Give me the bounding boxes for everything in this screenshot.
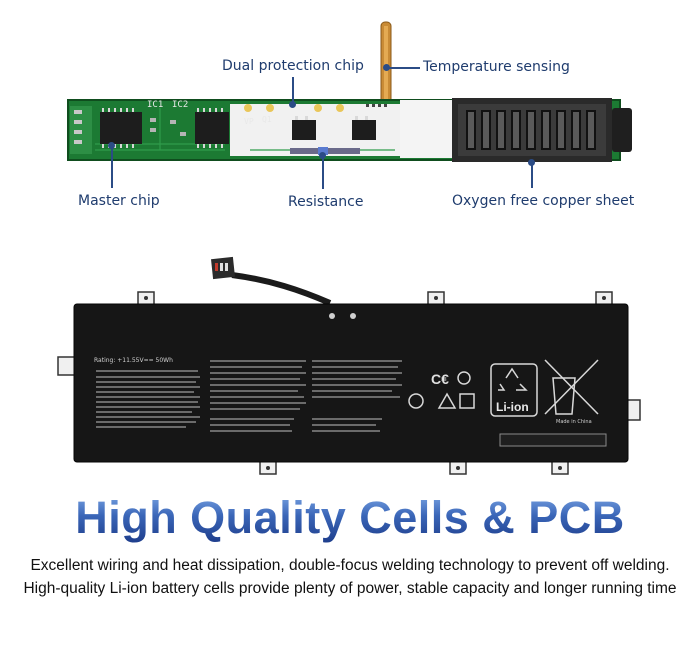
li-ion-label: Li-ion bbox=[496, 400, 529, 414]
callout-resistance: Resistance bbox=[288, 194, 364, 210]
callout-line-resistance bbox=[322, 156, 324, 189]
pcb-mark-ic2: IC2 bbox=[172, 100, 189, 110]
callout-dual-protection-chip: Dual protection chip bbox=[222, 58, 364, 74]
callout-dot-master bbox=[108, 142, 115, 149]
pcb-mark-ic1: IC1 bbox=[147, 100, 164, 110]
pcb-mark-vp: VP bbox=[244, 117, 254, 126]
callout-temperature-sensing: Temperature sensing bbox=[423, 59, 570, 75]
pcb-illustration bbox=[67, 21, 632, 162]
battery-pack: C€ bbox=[57, 256, 641, 475]
made-in-label: Made in China bbox=[556, 419, 592, 425]
callout-dot-dual-protection bbox=[289, 101, 296, 108]
callout-dot-copper bbox=[528, 159, 535, 166]
battery-rating-text: Rating: +11.55V== 50Wh bbox=[94, 357, 173, 364]
headline: High Quality Cells & PCB bbox=[0, 492, 700, 544]
svg-text:C€: C€ bbox=[431, 371, 449, 387]
callout-master-chip: Master chip bbox=[78, 193, 160, 209]
description-line-2: High-quality Li-ion battery cells provid… bbox=[23, 580, 677, 597]
pcb-mark-q1: Q1 bbox=[262, 115, 272, 124]
callout-line-master bbox=[111, 146, 113, 188]
description-line-1: Excellent wiring and heat dissipation, d… bbox=[30, 557, 670, 574]
callout-line-temperature bbox=[389, 67, 420, 69]
callout-line-dual-protection bbox=[292, 77, 294, 103]
callout-oxygen-free-copper-sheet: Oxygen free copper sheet bbox=[452, 193, 635, 209]
callout-dot-resistance bbox=[319, 152, 326, 159]
callout-dot-temperature bbox=[383, 64, 390, 71]
callout-line-copper bbox=[531, 162, 533, 188]
